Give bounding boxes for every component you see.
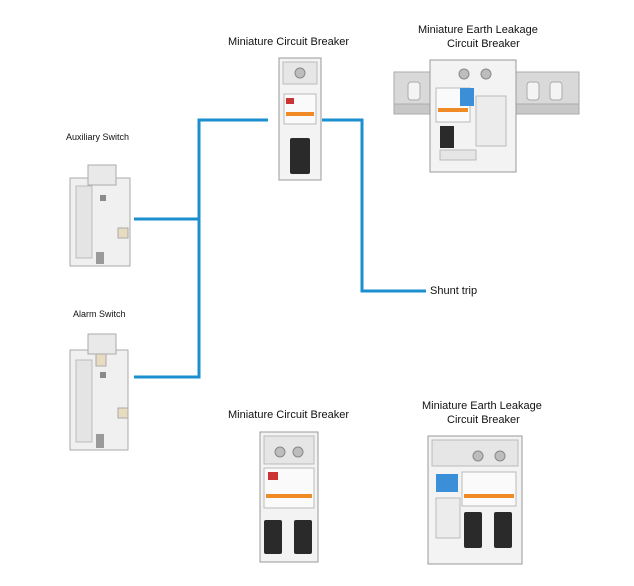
mcb-device-bottom [259,431,319,563]
elcb-top-label-line1: Miniature Earth Leakage [418,24,538,36]
shunt-trip-label: Shunt trip [430,285,478,297]
alarm-switch-label: Alarm Switch [73,309,126,319]
auxiliary-switch-label: Auxiliary Switch [66,132,130,142]
elcb-top-label-line2: Circuit Breaker [447,38,520,50]
connector-lines [134,118,426,379]
elcb-bottom-label-line1: Miniature Earth Leakage [422,400,542,412]
mcb-bottom-label: Miniature Circuit Breaker [228,409,350,421]
alarm-switch-device [69,333,129,451]
elcb-device-top [393,59,580,173]
mcb-top-label: Miniature Circuit Breaker [228,36,350,48]
elcb-device-bottom [427,435,523,565]
elcb-bottom-label-line2: Circuit Breaker [447,414,520,426]
auxiliary-switch-device [69,164,131,267]
mcb-device-top [278,57,322,181]
